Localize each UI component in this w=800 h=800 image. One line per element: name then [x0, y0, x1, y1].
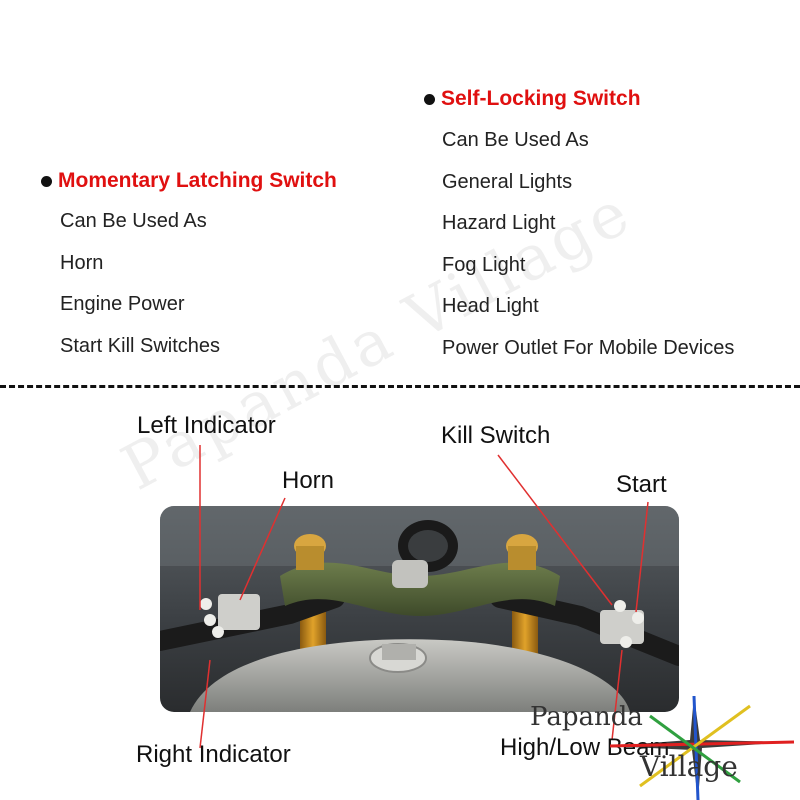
callout-kill-switch: Kill Switch [441, 422, 551, 449]
self-locking-heading-text: Self-Locking Switch [441, 87, 641, 110]
callout-horn: Horn [282, 467, 335, 494]
self-locking-item: Fog Light [442, 254, 526, 276]
logo-text-village: Village [640, 750, 738, 783]
callout-left-indicator: Left Indicator [137, 412, 276, 439]
self-locking-subheading: Can Be Used As [442, 129, 589, 151]
self-locking-item: Power Outlet For Mobile Devices [442, 337, 735, 359]
high-low-beam-line [611, 649, 623, 741]
section-divider [0, 385, 800, 388]
start-line [635, 501, 649, 613]
self-locking-heading: Self-Locking Switch [424, 87, 641, 111]
self-locking-item: Head Light [442, 295, 539, 317]
momentary-item: Start Kill Switches [60, 335, 221, 357]
self-locking-item: General Lights [442, 171, 573, 193]
logo-star-icon [609, 696, 795, 800]
kill-switch-line [497, 454, 613, 606]
callout-right-indicator: Right Indicator [136, 741, 291, 768]
horn-line [239, 497, 286, 601]
callout-start: Start [616, 471, 667, 498]
logo-text-papanda: Papanda [530, 702, 643, 732]
momentary-item: Horn [60, 252, 104, 274]
motorcycle-handlebar-photo [160, 506, 679, 712]
momentary-heading-text: Momentary Latching Switch [58, 169, 337, 192]
momentary-subheading: Can Be Used As [60, 210, 207, 232]
bullet-icon [424, 93, 435, 105]
bullet-icon [41, 175, 52, 187]
momentary-heading: Momentary Latching Switch [41, 169, 337, 193]
momentary-item: Engine Power [60, 293, 185, 315]
right-indicator-line [199, 659, 211, 749]
self-locking-item: Hazard Light [442, 212, 556, 234]
